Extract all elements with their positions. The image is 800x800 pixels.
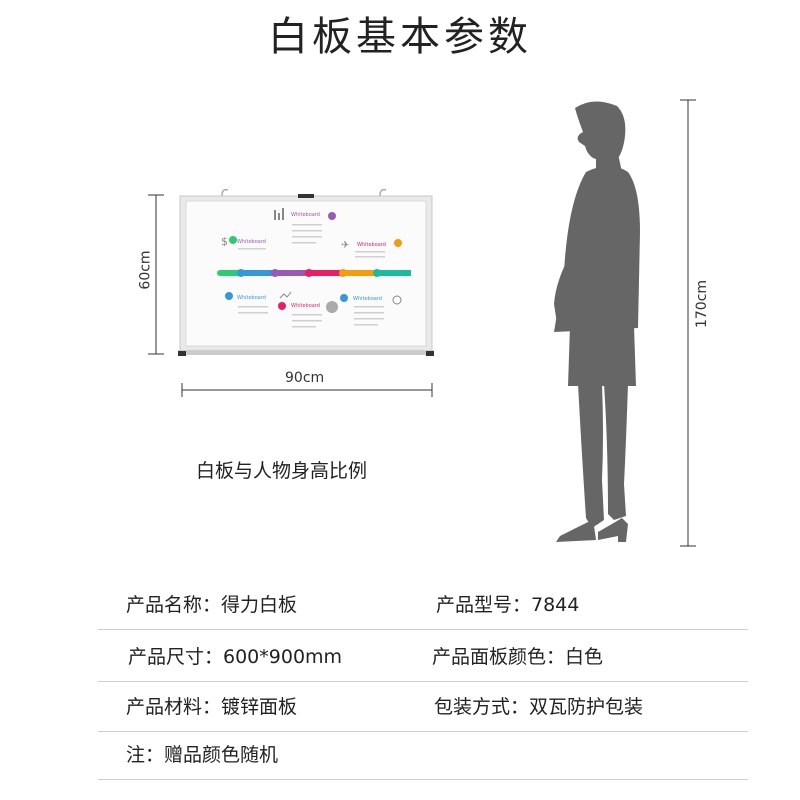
svg-text:Whiteboard: Whiteboard bbox=[357, 242, 386, 248]
spec-divider bbox=[98, 779, 748, 780]
spec-panel-color: 产品面板颜色：白色 bbox=[432, 646, 604, 668]
board-height-dimension bbox=[148, 194, 164, 355]
spec-divider bbox=[98, 629, 748, 630]
svg-text:✈: ✈ bbox=[341, 240, 349, 251]
whiteboard-image: $ ✈ Whiteboard Whiteboard Whiteboard Whi… bbox=[178, 188, 434, 356]
spec-product-size: 产品尺寸：600*900mm bbox=[128, 646, 343, 668]
spec-product-model: 产品型号：7844 bbox=[436, 594, 580, 616]
spec-divider bbox=[98, 681, 748, 682]
page-title: 白板基本参数 bbox=[268, 14, 532, 60]
svg-text:$: $ bbox=[221, 235, 228, 248]
spec-row-2: 产品尺寸：600*900mm 产品面板颜色：白色 bbox=[98, 632, 748, 682]
person-height-label: 170cm bbox=[694, 279, 711, 329]
spec-divider bbox=[98, 731, 748, 732]
comparison-caption: 白板与人物身高比例 bbox=[196, 460, 368, 482]
svg-text:Whiteboard: Whiteboard bbox=[237, 295, 266, 301]
board-height-label: 60cm bbox=[137, 250, 154, 290]
board-width-dimension bbox=[181, 383, 433, 397]
person-silhouette bbox=[554, 101, 640, 542]
spec-row-3: 产品材料：镀锌面板 包装方式：双瓦防护包装 bbox=[98, 682, 748, 732]
board-width-label: 90cm bbox=[285, 370, 325, 386]
svg-text:Whiteboard: Whiteboard bbox=[291, 212, 320, 218]
spec-material: 产品材料：镀锌面板 bbox=[126, 696, 298, 718]
svg-text:Whiteboard: Whiteboard bbox=[237, 239, 266, 245]
spec-row-1: 产品名称：得力白板 产品型号：7844 bbox=[98, 580, 748, 630]
svg-text:Whiteboard: Whiteboard bbox=[353, 296, 382, 302]
person-height-dimension bbox=[680, 99, 696, 547]
spec-product-name: 产品名称：得力白板 bbox=[126, 594, 298, 616]
spec-note: 注：赠品颜色随机 bbox=[126, 744, 279, 766]
spec-row-4: 注：赠品颜色随机 bbox=[98, 730, 748, 780]
spec-packaging: 包装方式：双瓦防护包装 bbox=[434, 696, 644, 718]
svg-text:Whiteboard: Whiteboard bbox=[291, 303, 320, 309]
